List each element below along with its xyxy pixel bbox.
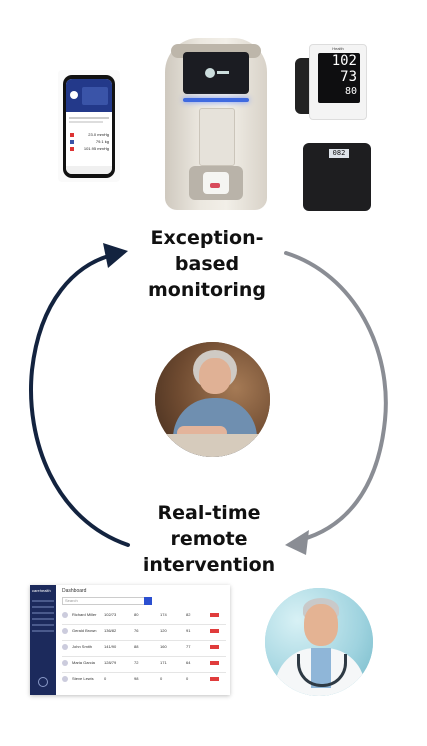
table-row[interactable]: Steve Lewis 0 98 0 0 <box>62 673 226 688</box>
avatar <box>62 676 68 682</box>
care-dashboard: carehealth Dashboard Search Richard Mill… <box>30 585 230 695</box>
intervention-label-line-2: remote <box>170 528 248 550</box>
dashboard-sidebar: carehealth <box>30 585 56 695</box>
avatar <box>62 612 68 618</box>
dashboard-logo: carehealth <box>32 588 51 593</box>
intervention-label-line-3: intervention <box>142 554 276 576</box>
avatar <box>62 644 68 650</box>
patient-weight: 91 <box>186 628 191 633</box>
patient-glucose: 0 <box>160 676 163 681</box>
patient-glucose: 171 <box>160 660 167 665</box>
patient-bp: 136/82 <box>104 628 117 633</box>
patient-weight: 0 <box>186 676 189 681</box>
intervention-label-line-1: Real-time <box>157 502 261 524</box>
table-row[interactable]: Richard Miller 102/73 80 174 82 <box>62 609 226 625</box>
patient-name: Richard Miller <box>72 612 97 617</box>
phone-row-1: 23.0 mmHg <box>88 132 109 137</box>
monitoring-label-line-2: based <box>174 253 240 275</box>
patient-name: Steve Lewis <box>72 676 94 681</box>
patient-weight: 82 <box>186 612 191 617</box>
patient-bp: 102/73 <box>104 612 117 617</box>
alert-badge <box>210 613 219 617</box>
alert-badge <box>210 661 219 665</box>
alert-badge <box>210 677 219 681</box>
patient-pulse: 98 <box>134 676 139 681</box>
dark-arrow-head <box>103 243 128 268</box>
bp-diastolic: 73 <box>340 69 357 85</box>
gray-cycle-arrow <box>284 251 388 542</box>
bp-systolic: 102 <box>331 53 357 69</box>
doctor-portrait <box>265 588 373 696</box>
dashboard-title: Dashboard <box>62 588 87 594</box>
patient-glucose: 160 <box>160 644 167 649</box>
intervention-label: Real-time remote intervention <box>109 500 309 578</box>
patient-pulse: 80 <box>134 612 139 617</box>
patient-portrait <box>155 342 270 457</box>
table-row[interactable]: Maria Garcia 128/79 72 171 64 <box>62 657 226 673</box>
gray-arrow-head <box>285 530 309 555</box>
scale-display: 082 <box>329 149 349 158</box>
alert-badge <box>210 645 219 649</box>
monitoring-label-line-3: monitoring <box>147 279 267 301</box>
avatar <box>62 660 68 666</box>
bp-brand: Health <box>332 46 344 51</box>
patient-name: John Smith <box>72 644 93 649</box>
search-button[interactable] <box>144 597 152 605</box>
patient-bp: 141/90 <box>104 644 117 649</box>
table-row[interactable]: Gerald Brown 136/82 76 120 91 <box>62 625 226 641</box>
dark-cycle-arrow <box>29 253 130 547</box>
patient-name: Gerald Brown <box>72 628 97 633</box>
monitoring-label: Exception- based monitoring <box>107 225 307 303</box>
dashboard-search-placeholder: Search <box>65 598 78 603</box>
table-row[interactable]: John Smith 141/90 88 160 77 <box>62 641 226 657</box>
patient-pulse: 76 <box>134 628 139 633</box>
patient-name: Maria Garcia <box>72 660 95 665</box>
phone-row-2: 79.1 kg <box>95 139 109 144</box>
phone-row-3: 101.95 mmHg <box>83 146 109 151</box>
patient-pulse: 88 <box>134 644 139 649</box>
alert-badge <box>210 629 219 633</box>
phone-app: 23.0 mmHg 79.1 kg 101.95 mmHg <box>58 70 120 182</box>
monitoring-label-line-1: Exception- <box>150 227 264 249</box>
patient-glucose: 174 <box>160 612 167 617</box>
pill-dispenser <box>165 38 267 210</box>
blood-pressure-monitor: Health 102 73 80 <box>295 44 367 120</box>
patient-bp: 0 <box>104 676 107 681</box>
patient-glucose: 120 <box>160 628 167 633</box>
patient-weight: 64 <box>186 660 191 665</box>
patient-pulse: 72 <box>134 660 139 665</box>
patient-bp: 128/79 <box>104 660 117 665</box>
bp-pulse: 80 <box>344 86 357 97</box>
weight-scale: 082 <box>303 143 371 211</box>
patient-weight: 77 <box>186 644 191 649</box>
dashboard-search[interactable]: Search <box>62 597 146 605</box>
avatar <box>62 628 68 634</box>
